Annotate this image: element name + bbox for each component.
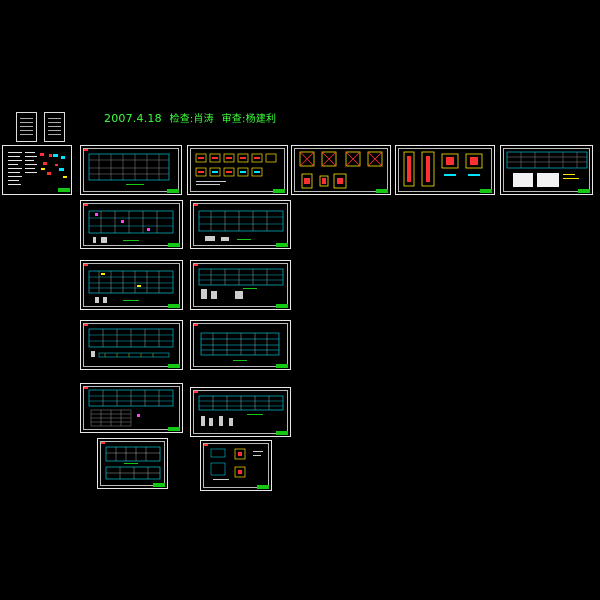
beam-table-content (506, 151, 590, 193)
sheet-foundation-plan[interactable] (80, 145, 182, 195)
sheet-floor-plan-3[interactable] (80, 320, 183, 370)
header-checker-name: 肖涛 (193, 114, 214, 125)
sheet-floor-plan-1[interactable] (80, 200, 183, 249)
sheet-beam-table[interactable] (500, 145, 593, 195)
review-header: 2007.4.18 检查:肖涛 审查:杨建利 (104, 110, 276, 125)
sheet-beam-plan-1[interactable] (190, 200, 291, 249)
sheet-stair-plan[interactable] (97, 438, 168, 489)
beam-plan-1-content (194, 204, 288, 247)
header-reviewer-label: 审查: (221, 114, 246, 125)
sheet-column-details-b[interactable] (395, 145, 495, 195)
stair-details-content (204, 444, 269, 489)
floor-plan-2-content (84, 264, 180, 308)
stair-plan-content (101, 442, 165, 487)
beam-plan-2-content (194, 264, 288, 308)
sheet-beam-plan-4[interactable] (190, 387, 291, 437)
sheet-beam-plan-3[interactable] (190, 320, 291, 370)
cover-sheet-2[interactable] (44, 112, 65, 142)
sheet-floor-plan-4[interactable] (80, 383, 183, 433)
sheet-foundation-details[interactable] (187, 145, 288, 195)
sheet-column-details-a[interactable] (291, 145, 391, 195)
header-reviewer-name: 杨建利 (245, 114, 277, 125)
foundation-plan-content (84, 149, 179, 193)
sheet-floor-plan-2[interactable] (80, 260, 183, 310)
column-details-b-content (403, 151, 492, 193)
beam-plan-3-content (194, 324, 288, 368)
floor-plan-1-content (84, 204, 180, 247)
general-notes-content (8, 152, 70, 192)
foundation-details-content (195, 153, 285, 193)
header-checker-label: 检查: (169, 114, 194, 125)
cover-sheet-1[interactable] (16, 112, 37, 142)
sheet-beam-plan-2[interactable] (190, 260, 291, 310)
header-date: 2007.4.18 (104, 112, 162, 125)
floor-plan-3-content (84, 324, 180, 368)
sheet-general-notes[interactable] (2, 145, 72, 195)
column-details-a-content (299, 151, 388, 193)
sheet-stair-details[interactable] (200, 440, 272, 491)
floor-plan-4-content (84, 387, 180, 431)
beam-plan-4-content (194, 391, 288, 435)
